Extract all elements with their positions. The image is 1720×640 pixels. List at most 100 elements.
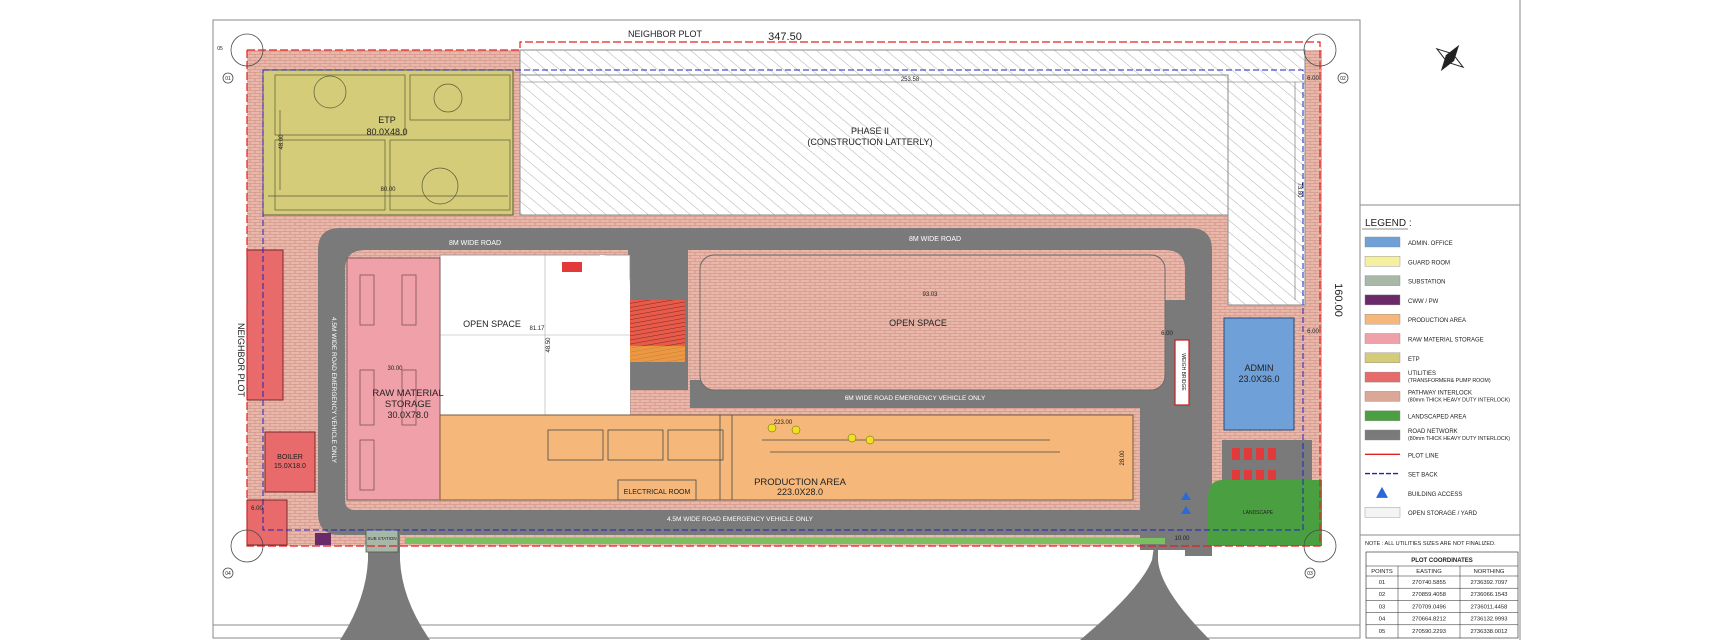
coords-cell: 2736338.0012 [1470,629,1507,635]
dim-4800: 48.00 [279,134,285,150]
legend-label: PRODUCTION AREA [1408,318,1466,324]
road-6m: 6M WIDE ROAD EMERGENCY VEHICLE ONLY [845,395,986,402]
coords-cell: 270740.5855 [1412,580,1446,586]
coords-cell: 270590.2293 [1412,629,1446,635]
coords-cell: 02 [1379,592,1385,598]
road-8m-left: 8M WIDE ROAD [449,240,501,247]
legend-label: PLOT LINE [1408,453,1439,459]
corner-markers [222,33,1349,579]
coords-row: 02 270859.4058 2736066.1543 [1379,592,1508,598]
legend-note: NOTE : ALL UTILITIES SIZES ARE NOT FINAL… [1365,541,1496,547]
legend-item: SUBSTATION [1364,275,1445,286]
open-space-2 [699,254,1166,391]
building-access-icon [1376,486,1388,498]
coords-row: 05 270590.2293 2736338.0012 [1379,629,1508,635]
open-space-2-label: OPEN SPACE [889,318,947,328]
plot-line [246,41,1321,547]
raw-material-storage [346,257,441,501]
dim-22300: 223.00 [774,420,793,426]
dim-600c: 6.00 [251,506,263,512]
dim-253: 253.58 [901,77,920,83]
legend-swatch [1364,410,1401,421]
admin-size: 23.0X36.0 [1238,374,1279,384]
legend-swatch [1364,429,1401,441]
legend-item: GUARD ROOM [1364,256,1450,267]
legend-swatch [1364,352,1401,363]
coords-title: PLOT COORDINATES [1411,558,1473,564]
legend-label: ETP [1408,357,1420,363]
legend-item: OPEN STORAGE / YARD [1364,507,1478,518]
production-title: PRODUCTION AREA [754,477,847,488]
dim-600d: 6.00 [1307,329,1319,335]
coords-cell: 01 [1379,580,1385,586]
weigh-bridge-label: WEIGH BRIDGE [1180,353,1186,391]
legend-label: SUBSTATION [1408,280,1445,286]
coords-row: 01 270740.5855 2736392.7097 [1379,580,1508,586]
corner-label-05: 05 [217,46,223,52]
utilities-left [246,249,284,401]
road-45-left: 4.5M WIDE ROAD EMERGENCY VEHICLE ONLY [330,317,337,464]
legend-swatch [1364,236,1401,248]
coords-cell: 03 [1379,604,1385,610]
legend-label: OPEN STORAGE / YARD [1408,511,1478,517]
legend-swatch [1364,507,1401,518]
phase2-title: PHASE II [851,126,889,136]
coords-header: EASTING [1416,569,1442,575]
legend-label-sub: (TRANSFORMER& PUMP ROOM) [1408,378,1491,384]
phase2-sub: (CONSTRUCTION LATTERLY) [807,137,932,147]
legend-label: LANDSCAPED AREA [1408,415,1466,421]
legend-swatch [1364,294,1401,306]
plot-coordinates-table: PLOT COORDINATES POINTS EASTING NORTHING 01… [1365,551,1519,639]
coords-cell: 2736066.1543 [1470,592,1507,598]
legend-swatch [1364,275,1401,286]
etp-block [262,69,514,216]
corner-label-02: 02 [1340,76,1346,82]
coords-cell: 270709.0496 [1412,604,1446,610]
legend-label: ROAD NETWORK [1408,429,1458,435]
road-45-bottom: 4.5M WIDE ROAD EMERGENCY VEHICLE ONLY [667,516,814,523]
dim-1000: 10.00 [1174,536,1190,542]
etp-size: 80.0X48.0 [366,127,407,137]
corner-label-04: 04 [225,571,231,577]
legend-item: LANDSCAPED AREA [1364,410,1466,421]
legend-label: RAW MATERIAL STORAGE [1408,338,1484,344]
substation-label: SUB STATION [367,536,396,541]
legend-label-sub: (80mm THICK HEAVY DUTY INTERLOCK) [1408,397,1510,403]
north-arrow-icon [1435,44,1465,72]
dim-7380: 73.80 [1296,182,1302,198]
neighbor-plot-top: NEIGHBOR PLOT [628,29,703,39]
legend-label: CWW / PW [1408,299,1439,305]
coords-header: NORTHING [1474,569,1505,575]
legend-label-sub: (80mm THICK HEAVY DUTY INTERLOCK) [1408,436,1510,442]
dim-6000a: 6.00 [1307,76,1319,82]
coords-cell: 270859.4058 [1412,592,1446,598]
legend-swatch [1364,314,1401,325]
coords-cell: 2736132.9993 [1470,617,1507,623]
legend-item: RAW MATERIAL STORAGE [1364,333,1484,344]
building-access-markers [1181,492,1191,514]
legend-swatch [1364,371,1401,383]
legend-item: PATHWAY INTERLOCK(80mm THICK HEAVY DUTY … [1364,390,1510,403]
legend-label: BUILDING ACCESS [1408,492,1462,498]
raw-title2: STORAGE [385,399,431,410]
coords-header: POINTS [1371,569,1393,575]
production-area [439,414,1134,501]
weigh-bridge [1174,339,1190,406]
coords-cell: 2736392.7097 [1470,580,1507,586]
plot-width-dim: 347.50 [768,31,802,43]
coords-cell: 05 [1379,629,1385,635]
legend-item: PLOT LINE [1365,453,1439,459]
boiler-block [264,431,316,493]
road-8m-right: 8M WIDE ROAD [909,236,961,243]
dim-8000: 80.00 [380,187,396,193]
corner-label-01: 01 [225,76,231,82]
legend-item: CWW / PW [1364,294,1439,306]
cww-pw [315,533,331,545]
legend-item: ETP [1364,352,1420,363]
set-back-line [262,69,1304,531]
coords-cell: 270664.8212 [1412,617,1446,623]
